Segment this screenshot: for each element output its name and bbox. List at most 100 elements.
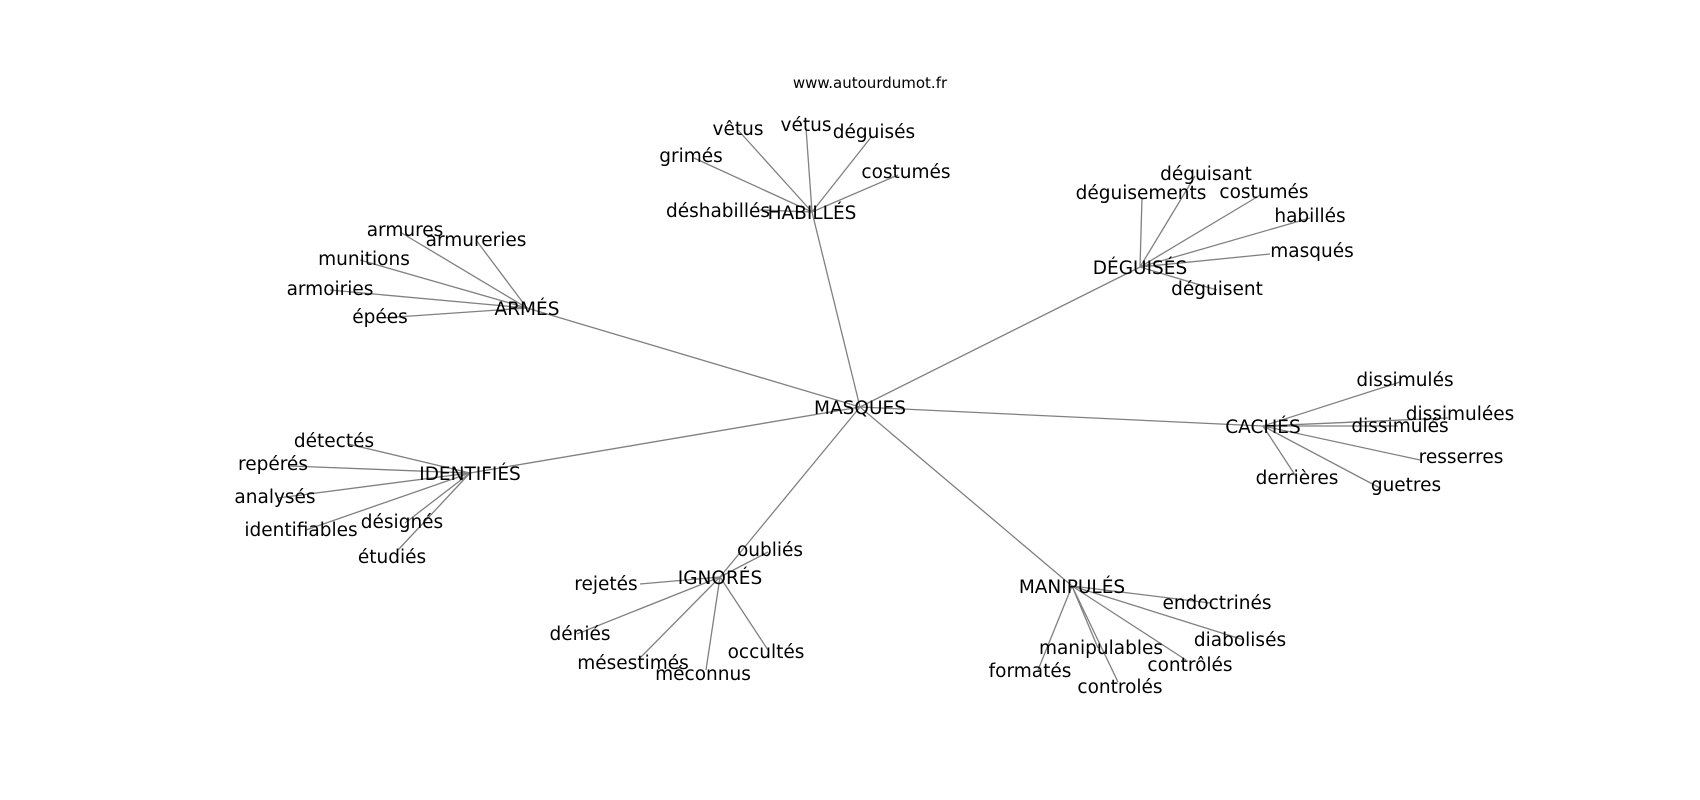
term-label: oubliés [737,540,803,561]
term-label: dissimulées [1406,404,1515,425]
term-label: déshabillés [666,201,770,222]
edge-group-2-term-0 [399,231,528,309]
edge-root-1 [859,266,1141,408]
term-label: méconnus [655,664,751,685]
term-label: costumés [861,162,950,183]
root-node-label: MASQUES [814,398,906,419]
term-label: désignés [361,512,443,533]
term-label: endoctrinés [1162,593,1271,614]
edge-group-2-term-4 [381,307,528,319]
edge-group-2-term-2 [359,259,528,309]
edge-group-2-term-1 [475,239,528,309]
edge-group-1-term-4 [1139,253,1271,268]
edge-group-5-term-0 [719,551,769,578]
term-label: armures [367,220,444,241]
edge-root-2 [526,307,861,408]
edge-group-0-term-1 [805,127,813,213]
term-label: controlés [1077,677,1162,698]
term-label: déguisent [1171,279,1263,300]
edge-group-0-term-2 [811,135,873,213]
edge-group-3-term-1 [1262,417,1449,427]
group-node-label: DÉGUISÉS [1093,257,1187,279]
edge-group-1-term-2 [1139,193,1263,268]
edge-group-5-term-3 [639,576,721,659]
edge-group-1-term-0 [1139,175,1196,268]
term-label: rejetés [574,574,637,595]
source-url: www.autourdumot.fr [793,74,948,92]
group-node-label: ARMÉS [495,298,560,320]
term-label: manipulables [1039,638,1163,659]
edge-group-0-term-0 [737,129,813,213]
term-label: dissimulés [1356,370,1453,391]
edge-group-5-term-1 [639,576,721,585]
edge-group-2-term-3 [329,289,528,309]
term-label: vétus [781,115,832,136]
term-label: épées [352,307,408,328]
edge-group-5-term-4 [705,576,721,671]
term-label: dissimulés [1351,416,1448,437]
edge-group-0-term-5 [759,209,813,213]
group-node-label: IGNORÉS [678,567,762,589]
group-node-label: HABILLÉS [768,202,857,224]
edge-group-1-term-5 [1139,266,1218,291]
term-label: identifiables [244,520,357,541]
term-label: munitions [318,249,410,270]
term-label: costumés [1219,182,1308,203]
group-node-label: IDENTIFIÉS [419,463,521,485]
edge-group-6-term-2 [1071,585,1187,661]
edge-group-1-term-3 [1139,217,1311,268]
edge-group-6-term-1 [1071,585,1245,641]
edge-group-4-term-2 [277,472,471,499]
term-label: resserres [1419,447,1504,468]
term-label: repérés [238,454,308,475]
edge-group-5-term-2 [576,576,721,635]
term-label: déguisés [833,122,915,143]
edge-group-4-term-0 [347,443,471,474]
term-label: guetres [1371,475,1441,496]
term-label: masqués [1270,241,1354,262]
edge-root-3 [859,406,1264,427]
term-label: armureries [426,230,527,251]
edge-group-0-term-4 [811,174,899,213]
edge-group-6-term-0 [1071,585,1211,604]
edge-root-6 [859,406,1073,587]
term-label: armoiries [287,279,374,300]
edge-group-4-term-4 [404,472,471,524]
term-label: déguisant [1160,164,1252,185]
group-node-label: MANIPULÉS [1019,576,1125,598]
term-label: habillés [1274,206,1345,227]
edge-group-1-term-1 [1139,197,1143,268]
edge-group-3-term-4 [1262,425,1298,479]
term-label: étudiés [358,547,426,568]
edge-root-0 [811,211,861,408]
term-label: formatés [989,661,1072,682]
term-label: analysés [234,487,315,508]
edge-group-6-term-5 [1037,585,1073,671]
edge-group-3-term-3 [1262,425,1421,461]
edge-root-5 [719,406,861,578]
term-label: grimés [659,146,723,167]
edge-group-4-term-1 [289,465,471,474]
term-label: mésestimés [577,653,689,674]
edge-group-6-term-3 [1071,585,1119,683]
term-label: diabolisés [1194,630,1286,651]
edge-group-0-term-3 [693,157,813,213]
edges [277,127,1449,683]
term-label: déguisements [1076,183,1207,204]
edge-group-4-term-3 [305,472,471,531]
group-node-label: CACHÉS [1225,416,1301,438]
edge-root-4 [469,406,861,474]
term-label: derrières [1256,468,1339,489]
edge-group-6-term-4 [1071,585,1099,649]
term-label: occultés [728,642,805,663]
edge-group-5-term-5 [719,576,769,651]
edge-group-3-term-5 [1262,425,1381,489]
term-label: contrôlés [1147,655,1232,676]
term-label: déniés [549,624,610,645]
edge-group-4-term-5 [397,472,471,551]
term-label: détectés [294,431,374,452]
edge-group-3-term-0 [1262,381,1401,427]
term-label: vêtus [713,119,764,140]
